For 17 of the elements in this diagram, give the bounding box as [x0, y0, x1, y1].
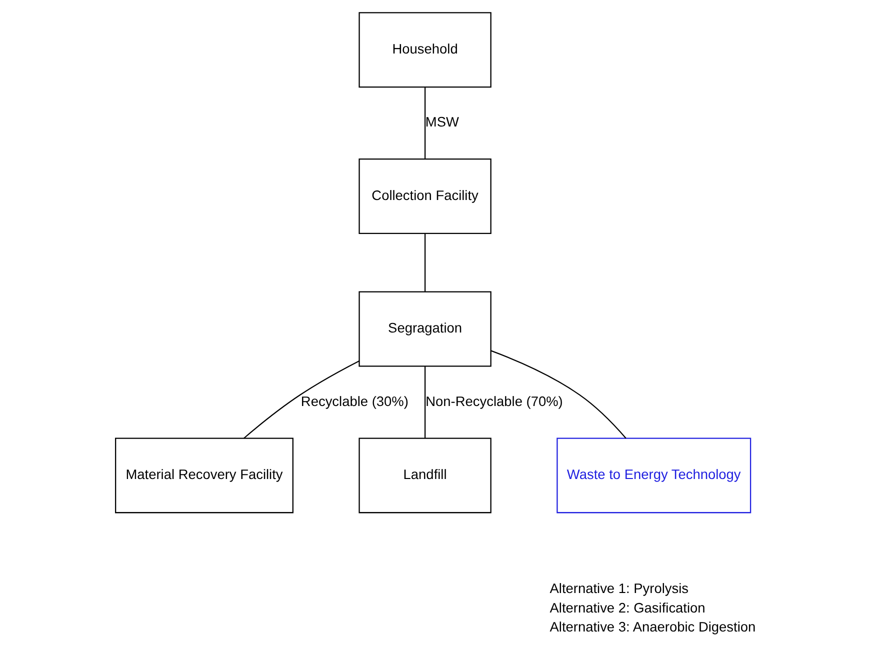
- label: Alternative 3: Anaerobic Digestion: [549, 620, 756, 635]
- connector: [490, 350, 626, 439]
- node-box: Landfill: [358, 438, 491, 514]
- node-box: Waste to Energy Technology: [556, 438, 751, 514]
- connector: [243, 360, 359, 439]
- node-box: Household: [358, 12, 491, 88]
- edge-label: Recyclable (30%): [300, 394, 408, 409]
- connector: [424, 87, 426, 159]
- node-box: Material Recovery Facility: [114, 438, 293, 514]
- node-box: Collection Facility: [358, 158, 491, 234]
- connector: [424, 366, 426, 438]
- edge-label: Non-Recyclable (70%): [425, 394, 562, 409]
- node-box: Segragation: [358, 291, 491, 367]
- label: Alternative 1: Pyrolysis: [549, 580, 688, 596]
- edge-label: MSW: [424, 114, 458, 130]
- label: Alternative 2: Gasification: [549, 600, 705, 616]
- connector: [424, 234, 426, 292]
